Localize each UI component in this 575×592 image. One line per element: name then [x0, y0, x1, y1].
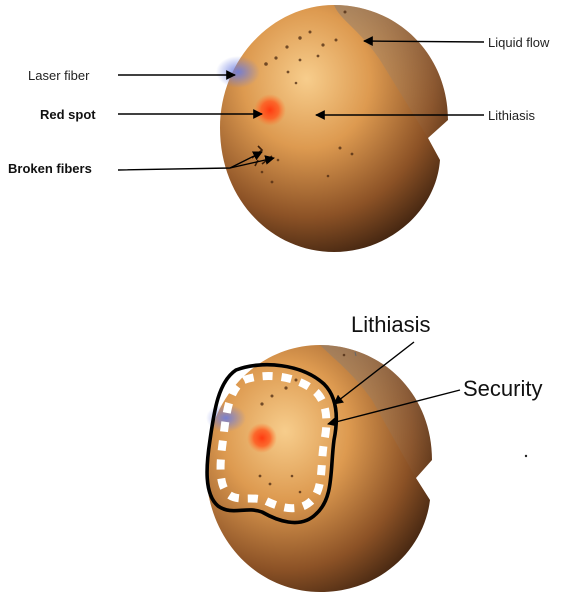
- bottom-red-spot: [247, 423, 277, 453]
- top-label-laser-fiber: Laser fiber: [28, 68, 90, 83]
- top-red-spot: [254, 94, 286, 126]
- bottom-label-security: Security: [463, 376, 542, 401]
- top-label-lithiasis: Lithiasis: [488, 108, 535, 123]
- bottom-label-lithiasis: Lithiasis: [351, 312, 430, 337]
- top-label-broken-fibers: Broken fibers: [8, 161, 92, 176]
- top-laser-fiber-glow: [216, 56, 260, 88]
- bottom-panel: Lithiasis Security: [206, 312, 542, 592]
- top-label-liquid-flow: Liquid flow: [488, 35, 550, 50]
- top-arrow-liquid-flow: [364, 41, 484, 42]
- stray-dot: [525, 455, 527, 457]
- top-label-red-spot: Red spot: [40, 107, 96, 122]
- top-panel: Liquid flow Laser fiber Red spot Lithias…: [8, 5, 550, 252]
